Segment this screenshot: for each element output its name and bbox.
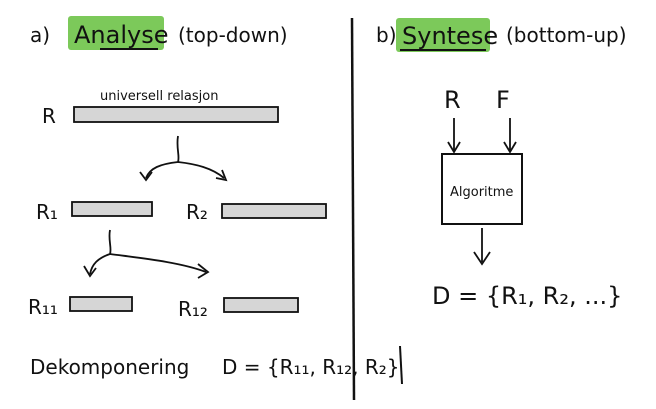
split-arrowhead-left-2 bbox=[83, 265, 97, 278]
algorithm-box bbox=[441, 153, 523, 225]
input-f-arrowhead bbox=[503, 141, 517, 154]
relation-r-label: R bbox=[42, 104, 56, 128]
algorithm-label: Algoritme bbox=[450, 185, 513, 200]
right-title: Syntese bbox=[402, 22, 498, 50]
split-arrow-left-2 bbox=[89, 229, 112, 275]
relation-r1-label: R₁ bbox=[36, 200, 58, 224]
output-arrowhead bbox=[473, 251, 491, 266]
split-arrowhead-left-1 bbox=[139, 171, 153, 182]
left-marker: a) bbox=[30, 23, 50, 47]
right-subtitle: (bottom-up) bbox=[506, 23, 627, 47]
panel-divider bbox=[350, 17, 356, 401]
decomposition-bracket bbox=[399, 345, 403, 385]
left-subtitle: (top-down) bbox=[178, 23, 288, 47]
result-formula: D = {R₁, R₂, ...} bbox=[432, 282, 622, 310]
right-title-highlight bbox=[396, 18, 490, 52]
relation-r2-bar bbox=[221, 203, 327, 219]
relation-r11-bar bbox=[69, 296, 133, 312]
relation-r2-label: R₂ bbox=[186, 200, 208, 224]
split-arrowhead-right-1 bbox=[215, 169, 228, 182]
right-marker: b) bbox=[376, 23, 397, 47]
split-arrow-right-2 bbox=[109, 253, 207, 273]
relation-r12-label: R₁₂ bbox=[178, 297, 208, 321]
decomposition-label: Dekomponering bbox=[30, 355, 189, 379]
input-f-label: F bbox=[496, 86, 510, 114]
universal-relation-label: universell relasjon bbox=[100, 89, 218, 104]
input-r-label: R bbox=[444, 86, 461, 114]
left-title: Analyse bbox=[74, 21, 168, 49]
relation-r11-label: R₁₁ bbox=[28, 295, 58, 319]
split-arrow-right-1 bbox=[177, 161, 225, 179]
input-r-arrowhead bbox=[447, 141, 461, 154]
decomposition-formula: D = {R₁₁, R₁₂, R₂} bbox=[222, 355, 400, 379]
split-arrowhead-right-2 bbox=[197, 263, 210, 279]
relation-r-bar bbox=[73, 106, 279, 123]
split-arrow-left-1 bbox=[145, 135, 180, 179]
left-title-highlight bbox=[68, 16, 164, 50]
relation-r12-bar bbox=[223, 297, 299, 313]
relation-r1-bar bbox=[71, 201, 153, 217]
